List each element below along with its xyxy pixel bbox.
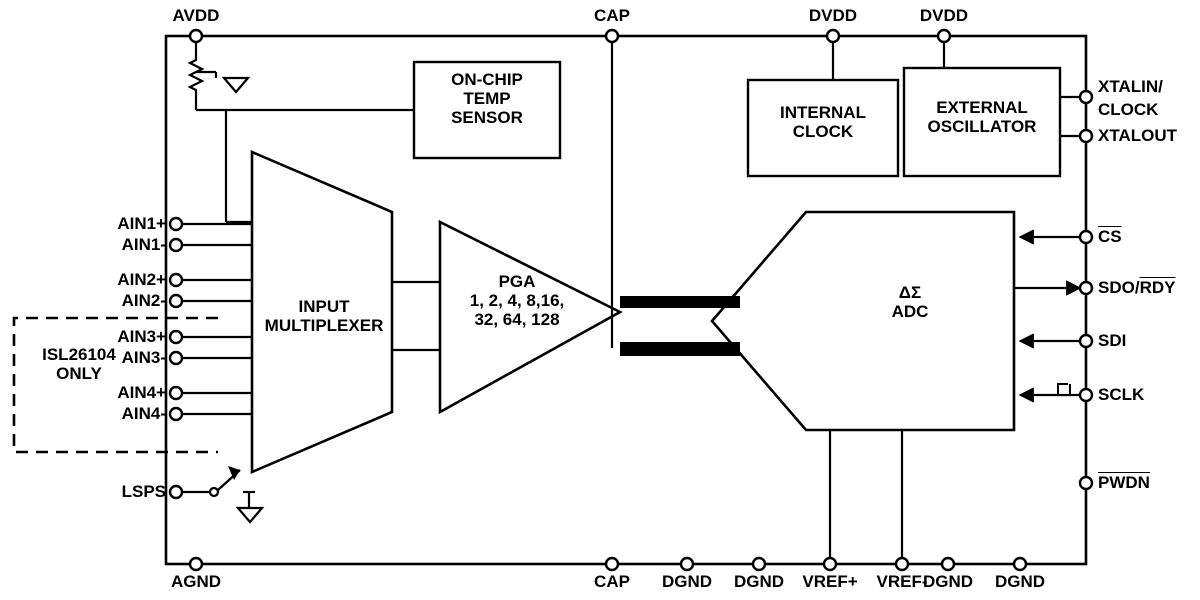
isl-only-line-2: ONLY	[56, 364, 102, 384]
lsps-switch	[176, 466, 265, 524]
pga-label: PGA 1, 2, 4, 8,16, 32, 64, 128	[442, 272, 592, 329]
temp-sensor-box	[412, 60, 562, 160]
pin-label-ain2-minus: AIN2-	[121, 291, 166, 310]
internal-clock-box	[746, 78, 900, 178]
internal-clock-line-1: INTERNAL	[780, 103, 866, 122]
pin-label-vref-minus: VREF-	[876, 572, 928, 591]
pin-label-pwdn: PWDN	[1098, 473, 1150, 492]
pin-label-dgnd-1: DGND	[661, 572, 713, 591]
pin-label-avdd: AVDD	[172, 6, 220, 25]
pin-label-agnd: AGND	[170, 572, 222, 591]
pin-label-sdo-rdy: SDO/RDY	[1098, 278, 1175, 297]
pga-adc-bus	[620, 296, 740, 356]
pin-label-ain2-plus: AIN2+	[117, 270, 166, 289]
pin-label-lsps: LSPS	[121, 482, 166, 501]
input-multiplexer-shape	[250, 150, 394, 474]
temp-sensor-label: ON-CHIP TEMP SENSOR	[414, 70, 560, 127]
pga-shape	[438, 219, 623, 415]
pga-line-1: PGA	[498, 272, 536, 291]
pin-label-cap-top: CAP	[594, 6, 630, 25]
pin-label-ain4-minus: AIN4-	[121, 404, 166, 423]
pin-label-sdi: SDI	[1098, 331, 1127, 350]
pull-resistor	[187, 55, 218, 96]
pin-label-dgnd-2: DGND	[733, 572, 785, 591]
adc-line-2: ADC	[891, 302, 929, 322]
input-mux-line-1: INPUT	[298, 297, 350, 316]
adc-line-1: ΔΣ	[898, 283, 922, 302]
internal-clock-label: INTERNAL CLOCK	[748, 103, 898, 141]
pin-label-dvdd-2: DVDD	[919, 6, 969, 25]
external-oscillator-line-2: OSCILLATOR	[927, 117, 1037, 137]
input-multiplexer-label: INPUT MULTIPLEXER	[254, 297, 394, 335]
pin-circles	[168, 28, 1094, 572]
temp-sensor-line-3: SENSOR	[451, 108, 523, 128]
pin-label-ain1-plus: AIN1+	[117, 214, 166, 233]
pin-label-xtalout: XTALOUT	[1098, 126, 1178, 145]
digital-io-lines	[1014, 229, 1086, 403]
external-oscillator-box	[902, 66, 1062, 178]
pin-label-xtalin: XTALIN/	[1098, 77, 1163, 96]
rdy-text: RDY	[1139, 278, 1176, 297]
ground-symbol-avdd	[221, 76, 251, 94]
pin-label-cs: CS	[1098, 227, 1122, 246]
adc-label: ΔΣ ADC	[810, 283, 1010, 321]
pin-label-cap-bottom: CAP	[594, 572, 630, 591]
sdo-text: SDO/	[1098, 278, 1140, 297]
isl-only-line-1: ISL26104	[42, 345, 116, 364]
pin-label-ain4-plus: AIN4+	[117, 383, 166, 402]
pga-line-2: 1, 2, 4, 8,16,	[469, 291, 565, 311]
external-oscillator-line-1: EXTERNAL	[936, 98, 1028, 117]
input-mux-line-2: MULTIPLEXER	[264, 316, 384, 336]
pin-label-ain3-minus: AIN3-	[121, 348, 166, 367]
schmitt-trigger-icon	[1052, 383, 1071, 396]
isl26104-only-label: ISL26104 ONLY	[14, 345, 144, 383]
pin-label-dvdd-1: DVDD	[808, 6, 858, 25]
pin-label-ain1-minus: AIN1-	[121, 235, 166, 254]
pin-label-dgnd-3: DGND	[922, 572, 974, 591]
analog-input-lines	[176, 222, 252, 416]
pin-label-ain3-plus: AIN3+	[117, 327, 166, 346]
pin-label-vref-plus: VREF+	[802, 572, 858, 591]
pin-label-sclk: SCLK	[1098, 385, 1145, 404]
pin-label-clock: CLOCK	[1098, 100, 1159, 119]
pin-label-dgnd-4: DGND	[994, 572, 1046, 591]
isl26104-only-box	[12, 316, 218, 454]
external-oscillator-label: EXTERNAL OSCILLATOR	[904, 98, 1060, 136]
pga-line-3: 32, 64, 128	[474, 310, 560, 330]
temp-sensor-line-1: ON-CHIP	[451, 70, 523, 89]
temp-sensor-line-2: TEMP	[463, 89, 511, 109]
internal-clock-line-2: CLOCK	[792, 122, 854, 142]
